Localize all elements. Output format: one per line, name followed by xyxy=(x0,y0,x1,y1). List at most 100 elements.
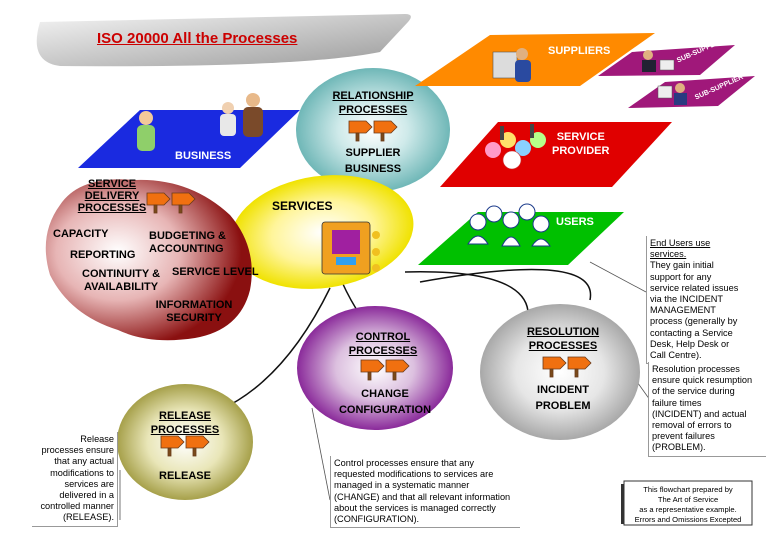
infosec-line-2: SECURITY xyxy=(166,312,222,324)
control-arrows-icon xyxy=(360,359,410,381)
control-note-line-1: Control processes ensure that any xyxy=(334,458,474,468)
users-note-line-9: contacting a Service xyxy=(650,327,733,338)
resolution-items: INCIDENT PROBLEM xyxy=(520,382,606,414)
release-blob xyxy=(117,384,253,500)
credit-box-frame xyxy=(621,480,753,526)
release-heading-line-1: RELEASE xyxy=(159,410,211,422)
resolution-heading: RESOLUTION PROCESSES xyxy=(520,325,606,353)
resolution-heading-line-2: PROCESSES xyxy=(528,340,598,352)
resolution-heading-line-1: RESOLUTION xyxy=(526,326,600,338)
resolution-note-line-8: (PROBLEM). xyxy=(652,442,706,453)
release-note-line-7: controlled manner xyxy=(40,501,114,512)
relationship-blob xyxy=(296,68,450,192)
control-heading-line-1: CONTROL xyxy=(355,331,411,343)
control-item-configuration: CONFIGURATION xyxy=(338,404,432,416)
users-note-line-5: service related issues xyxy=(650,282,739,293)
budgeting-line-2: ACCOUNTING xyxy=(149,243,224,255)
release-heading: RELEASE PROCESSES xyxy=(145,409,225,437)
users-note-line-1: End Users use xyxy=(650,238,711,248)
capacity-label: CAPACITY xyxy=(53,228,109,240)
relationship-item-supplier: SUPPLIER xyxy=(345,147,401,159)
relationship-heading-line-2: PROCESSES xyxy=(338,104,408,116)
release-note-line-1: Release xyxy=(80,434,114,444)
service-delivery-heading-line-1: SERVICE xyxy=(87,178,137,190)
budgeting-line-1: BUDGETING & xyxy=(149,230,226,242)
control-heading: CONTROL PROCESSES xyxy=(343,330,423,358)
sub-supplier-platform-2 xyxy=(628,76,755,108)
release-note-line-3: that any actual xyxy=(54,456,114,467)
credit-line-3: as a representative example. xyxy=(639,505,737,514)
users-note-line-4: support for any xyxy=(650,271,712,282)
sub-supplier-office-icon-2 xyxy=(657,83,687,105)
relationship-heading: RELATIONSHIP PROCESSES xyxy=(328,89,418,117)
resolution-note-line-2: ensure quick resumption xyxy=(652,375,753,386)
infosec-label: INFORMATION SECURITY xyxy=(152,299,236,325)
users-note-line-2: services. xyxy=(650,249,687,260)
relationship-arrows-icon xyxy=(348,120,398,142)
users-platform xyxy=(418,212,624,265)
users-note-line-3: They gain initial xyxy=(650,260,714,271)
users-note-line-6: via the INCIDENT xyxy=(650,294,724,305)
suppliers-platform xyxy=(415,33,655,86)
continuity-line-1: CONTINUITY & xyxy=(82,268,161,280)
control-note-line-4: (CHANGE) and that all relevant informati… xyxy=(334,491,511,502)
resolution-arrows-icon xyxy=(542,356,592,378)
service-provider-line-2: PROVIDER xyxy=(552,145,610,157)
credit-line-1: This flowchart prepared by xyxy=(643,485,733,494)
control-heading-line-2: PROCESSES xyxy=(348,345,418,357)
control-note-line-3: managed in a systematic manner xyxy=(334,480,470,491)
budgeting-label: BUDGETING & ACCOUNTING xyxy=(149,230,226,256)
control-note-line-6: (CONFIGURATION). xyxy=(334,514,420,525)
release-note-line-8: (RELEASE). xyxy=(62,512,114,523)
relationship-heading-line-1: RELATIONSHIP xyxy=(332,90,414,102)
service-delivery-heading: SERVICE DELIVERY PROCESSES xyxy=(77,178,147,214)
business-people-icon xyxy=(137,93,263,151)
users-note-line-8: process (generally by xyxy=(650,316,738,327)
users-note-line-10: Desk, Help Desk or xyxy=(650,338,730,349)
service-delivery-heading-line-2: DELIVERY xyxy=(84,190,140,202)
resolution-note: Resolution processes ensure quick resump… xyxy=(648,362,766,457)
title-banner xyxy=(36,14,411,67)
sub-supplier-office-icon-1 xyxy=(642,50,675,72)
service-provider-staff-icon xyxy=(485,124,546,170)
resolution-note-line-4: failure times xyxy=(652,397,702,408)
service-delivery-heading-line-3: PROCESSES xyxy=(77,202,147,214)
release-note: Release processes ensure that any actual… xyxy=(32,432,118,527)
reporting-label: REPORTING xyxy=(70,249,136,261)
resolution-blob xyxy=(480,304,640,440)
resolution-note-line-6: removal of errors to xyxy=(652,420,732,431)
service-provider-line-1: SERVICE xyxy=(556,131,605,143)
users-note: End Users use services. They gain initia… xyxy=(646,236,766,365)
users-label: USERS xyxy=(556,216,594,228)
release-note-line-4: modifications to xyxy=(50,467,114,478)
resolution-note-line-1: Resolution processes xyxy=(652,364,740,374)
business-label: BUSINESS xyxy=(175,150,232,162)
services-label: SERVICES xyxy=(272,199,333,213)
credit-line-4: Errors and Omissions Excepted xyxy=(634,515,742,524)
services-computer-icon xyxy=(321,221,380,275)
service-delivery-blob xyxy=(45,179,252,341)
resolution-item-incident: INCIDENT xyxy=(537,384,589,396)
page-title: ISO 20000 All the Processes xyxy=(97,30,298,47)
release-arrows-icon xyxy=(160,435,210,457)
service-delivery-arrows-icon xyxy=(146,192,196,214)
users-note-line-7: MANAGEMENT xyxy=(650,305,716,316)
users-group-icon xyxy=(467,203,551,247)
resolution-note-line-7: prevent failures xyxy=(652,431,715,442)
control-note: Control processes ensure that any reques… xyxy=(330,456,520,529)
control-items: CHANGE CONFIGURATION xyxy=(330,386,440,418)
continuity-label: CONTINUITY & AVAILABILITY xyxy=(82,268,160,294)
control-item-change: CHANGE xyxy=(361,388,409,400)
release-note-line-6: delivered in a xyxy=(59,490,114,501)
control-note-line-5: about the services is managed correctly xyxy=(334,502,496,513)
service-level-label: SERVICE LEVEL xyxy=(172,266,259,278)
release-item: RELEASE xyxy=(159,470,211,482)
resolution-note-line-3: of the service during xyxy=(652,386,735,397)
continuity-line-2: AVAILABILITY xyxy=(83,281,159,293)
resolution-item-problem: PROBLEM xyxy=(535,400,591,412)
release-heading-line-2: PROCESSES xyxy=(150,424,220,436)
service-provider-platform xyxy=(440,122,672,187)
users-note-line-11: Call Centre). xyxy=(650,350,702,361)
relationship-items: SUPPLIER BUSINESS xyxy=(328,145,418,177)
